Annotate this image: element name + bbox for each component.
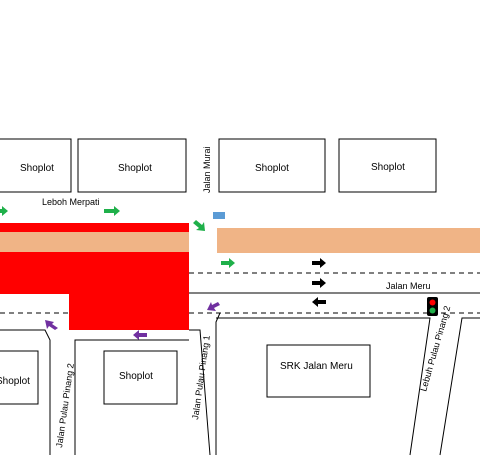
development-site bbox=[0, 223, 189, 330]
road-label-jalan-pulau-pinang-1: Jalan Pulau Pinang 1 bbox=[190, 335, 212, 421]
road-label-jalan-pulau-pinang-2: Jalan Pulau Pinang 2 bbox=[54, 363, 76, 449]
arrow-icon-black-2 bbox=[312, 278, 326, 288]
marker-icon bbox=[213, 212, 225, 219]
shoplot-bottom-left: Shoplot bbox=[0, 350, 39, 405]
tan-band-left bbox=[0, 232, 189, 252]
arrow-icon-green-1 bbox=[104, 206, 120, 216]
school-srk-jalan-meru: SRK Jalan Meru bbox=[266, 344, 371, 398]
shoplot-top-right-b: Shoplot bbox=[338, 138, 437, 193]
shoplot-bottom-left-label: Shoplot bbox=[0, 376, 30, 387]
arrow-icon-black-1 bbox=[312, 258, 326, 268]
shoplot-bottom-center-label: Shoplot bbox=[119, 371, 153, 382]
road-label-jalan-meru: Jalan Meru bbox=[386, 281, 431, 291]
shoplot-top-right-a: Shoplot bbox=[218, 138, 326, 193]
shoplot-top-center: Shoplot bbox=[77, 138, 187, 193]
arrow-icon-green-4 bbox=[221, 258, 235, 268]
traffic-light-icon bbox=[427, 297, 438, 316]
shoplot-top-left-label: Shoplot bbox=[20, 163, 54, 174]
arrow-icon-purple-1 bbox=[207, 302, 220, 311]
arrow-icon-black-3 bbox=[312, 297, 326, 307]
arrow-icon-green-2 bbox=[0, 206, 8, 216]
tan-band-right bbox=[217, 228, 480, 253]
shoplot-top-right-b-label: Shoplot bbox=[371, 162, 405, 173]
shoplot-top-left: Shoplot bbox=[0, 138, 72, 193]
road-lines bbox=[0, 272, 480, 456]
school-label: SRK Jalan Meru bbox=[280, 361, 353, 372]
road-label-leboh-merpati: Leboh Merpati bbox=[42, 197, 100, 207]
shoplot-bottom-center: Shoplot bbox=[103, 350, 178, 405]
arrow-icon-green-3 bbox=[193, 220, 205, 231]
shoplot-top-center-label: Shoplot bbox=[118, 163, 152, 174]
arrow-icon-purple-3 bbox=[45, 320, 58, 330]
shoplot-top-right-a-label: Shoplot bbox=[255, 163, 289, 174]
road-label-jalan-murai: Jalan Murai bbox=[202, 146, 212, 193]
arrow-icon-purple-2 bbox=[133, 330, 147, 340]
